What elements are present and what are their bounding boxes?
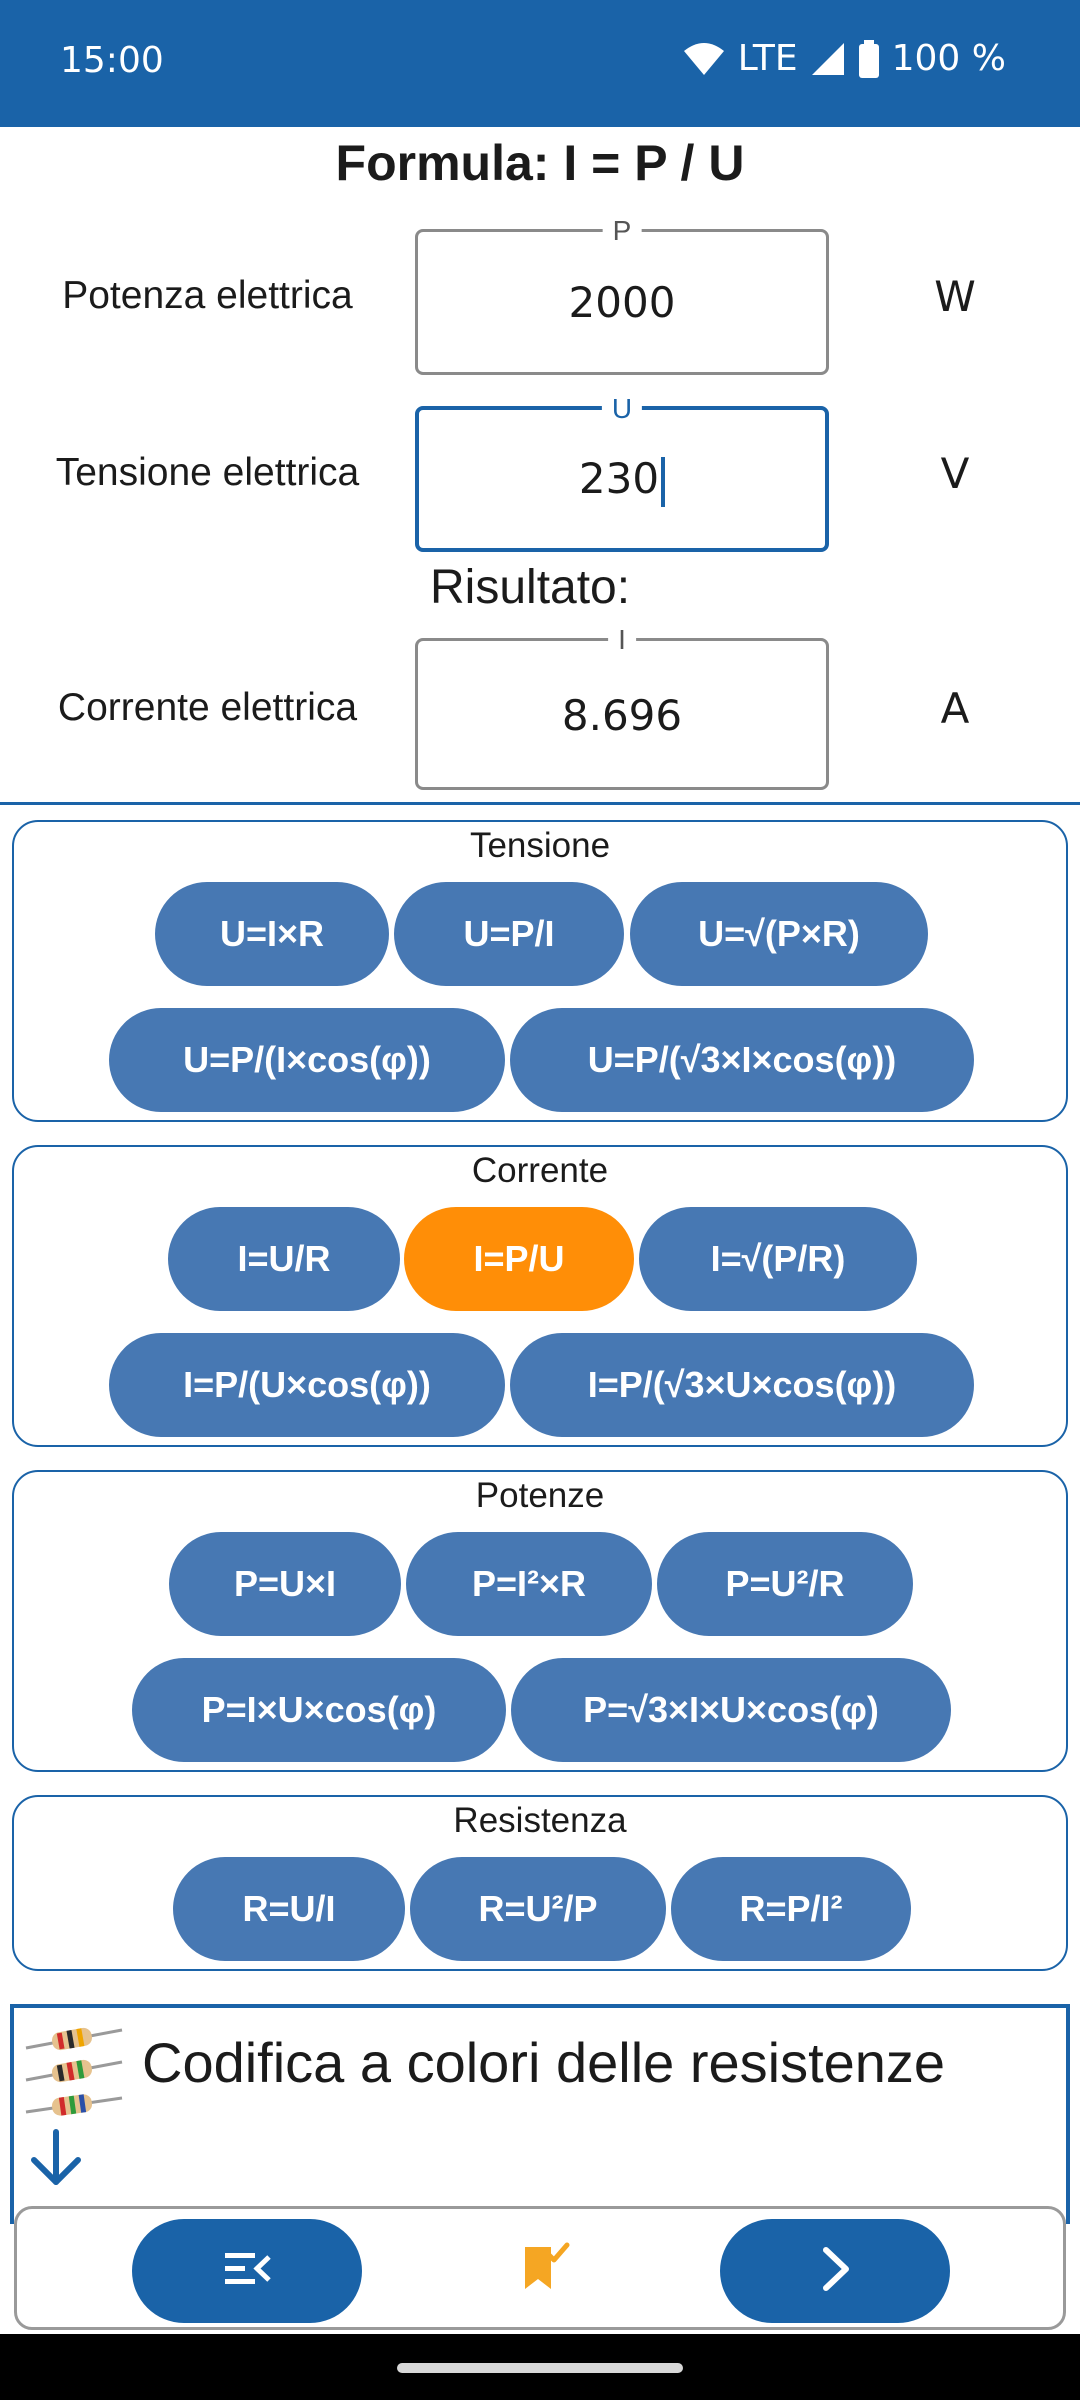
- signal-icon: [810, 41, 846, 77]
- group-corrente: Corrente I=U/R I=P/U I=√(P/R) I=P/(U×cos…: [12, 1145, 1068, 1447]
- formula-button[interactable]: I=√(P/R): [639, 1207, 917, 1311]
- current-label: Corrente elettrica: [57, 686, 358, 729]
- bookmark-check-icon: [517, 2242, 571, 2299]
- group-title: Corrente: [471, 1151, 609, 1190]
- current-output: I 8.696: [415, 625, 829, 790]
- group-potenze: Potenze P=U×I P=I²×R P=U²/R P=I×U×cos(φ)…: [12, 1470, 1068, 1772]
- result-label: Risultato:: [430, 561, 631, 614]
- formula-button[interactable]: P=√3×I×U×cos(φ): [511, 1658, 951, 1762]
- formula-button[interactable]: I=P/(√3×U×cos(φ)): [510, 1333, 974, 1437]
- card-title: Codifica a colori delle resistenze: [142, 2031, 946, 2094]
- voltage-symbol: U: [601, 394, 643, 424]
- formula-button[interactable]: R=P/I²: [671, 1857, 911, 1961]
- network-type: LTE: [737, 38, 798, 79]
- power-unit: W: [934, 272, 976, 321]
- next-button[interactable]: [720, 2219, 950, 2323]
- text-cursor: [661, 456, 666, 507]
- formula-button[interactable]: R=U²/P: [410, 1857, 666, 1961]
- divider: [0, 802, 1080, 805]
- formula-button[interactable]: R=U/I: [173, 1857, 405, 1961]
- battery-level: 100 %: [891, 38, 1006, 79]
- formula-button[interactable]: U=√(P×R): [630, 882, 928, 986]
- formula-button[interactable]: I=P/(U×cos(φ)): [109, 1333, 505, 1437]
- menu-collapse-icon: [223, 2251, 271, 2292]
- group-tensione: Tensione U=I×R U=P/I U=√(P×R) U=P/(I×cos…: [12, 820, 1068, 1122]
- formula-button[interactable]: P=I×U×cos(φ): [132, 1658, 506, 1762]
- voltage-label: Tensione elettrica: [55, 451, 360, 494]
- bookmark-button[interactable]: [517, 2239, 571, 2300]
- group-resistenza: Resistenza R=U/I R=U²/P R=P/I²: [12, 1795, 1068, 1971]
- voltage-input[interactable]: U 230: [415, 394, 829, 552]
- power-input[interactable]: P 2000: [415, 216, 829, 375]
- home-indicator[interactable]: [397, 2363, 683, 2373]
- formula-button[interactable]: U=P/(I×cos(φ)): [109, 1008, 505, 1112]
- formula-button[interactable]: U=P/I: [394, 882, 624, 986]
- status-bar: 15:00 LTE 100 %: [0, 0, 1080, 127]
- voltage-unit: V: [940, 449, 970, 498]
- formula-button[interactable]: P=I²×R: [406, 1532, 652, 1636]
- power-symbol: P: [602, 216, 642, 246]
- voltage-value: 230: [578, 454, 660, 503]
- battery-icon: [858, 39, 880, 78]
- current-value: 8.696: [561, 691, 683, 740]
- formula-button[interactable]: P=U²/R: [657, 1532, 913, 1636]
- formula-button-selected[interactable]: I=P/U: [404, 1207, 634, 1311]
- wifi-icon: [682, 41, 726, 77]
- current-symbol: I: [608, 625, 636, 655]
- power-value: 2000: [568, 278, 676, 327]
- menu-button[interactable]: [132, 2219, 362, 2323]
- current-unit: A: [940, 684, 970, 733]
- power-label: Potenza elettrica: [62, 274, 353, 317]
- formula-button[interactable]: I=U/R: [168, 1207, 400, 1311]
- bottom-bar: [14, 2206, 1066, 2330]
- status-indicators: LTE 100 %: [682, 38, 1006, 79]
- resistor-code-card[interactable]: Codifica a colori delle resistenze: [10, 2004, 1070, 2224]
- chevron-right-icon: [818, 2246, 852, 2297]
- status-time: 15:00: [60, 40, 164, 81]
- group-title: Potenze: [475, 1476, 605, 1515]
- formula-button[interactable]: P=U×I: [169, 1532, 401, 1636]
- resistors-icon: [22, 2022, 132, 2127]
- formula-button[interactable]: U=I×R: [155, 882, 389, 986]
- formula-button[interactable]: U=P/(√3×I×cos(φ)): [510, 1008, 974, 1112]
- group-title: Tensione: [469, 826, 611, 865]
- arrow-down-icon[interactable]: [28, 2128, 84, 2193]
- group-title: Resistenza: [453, 1801, 627, 1840]
- formula-title: Formula: I = P / U: [335, 135, 745, 191]
